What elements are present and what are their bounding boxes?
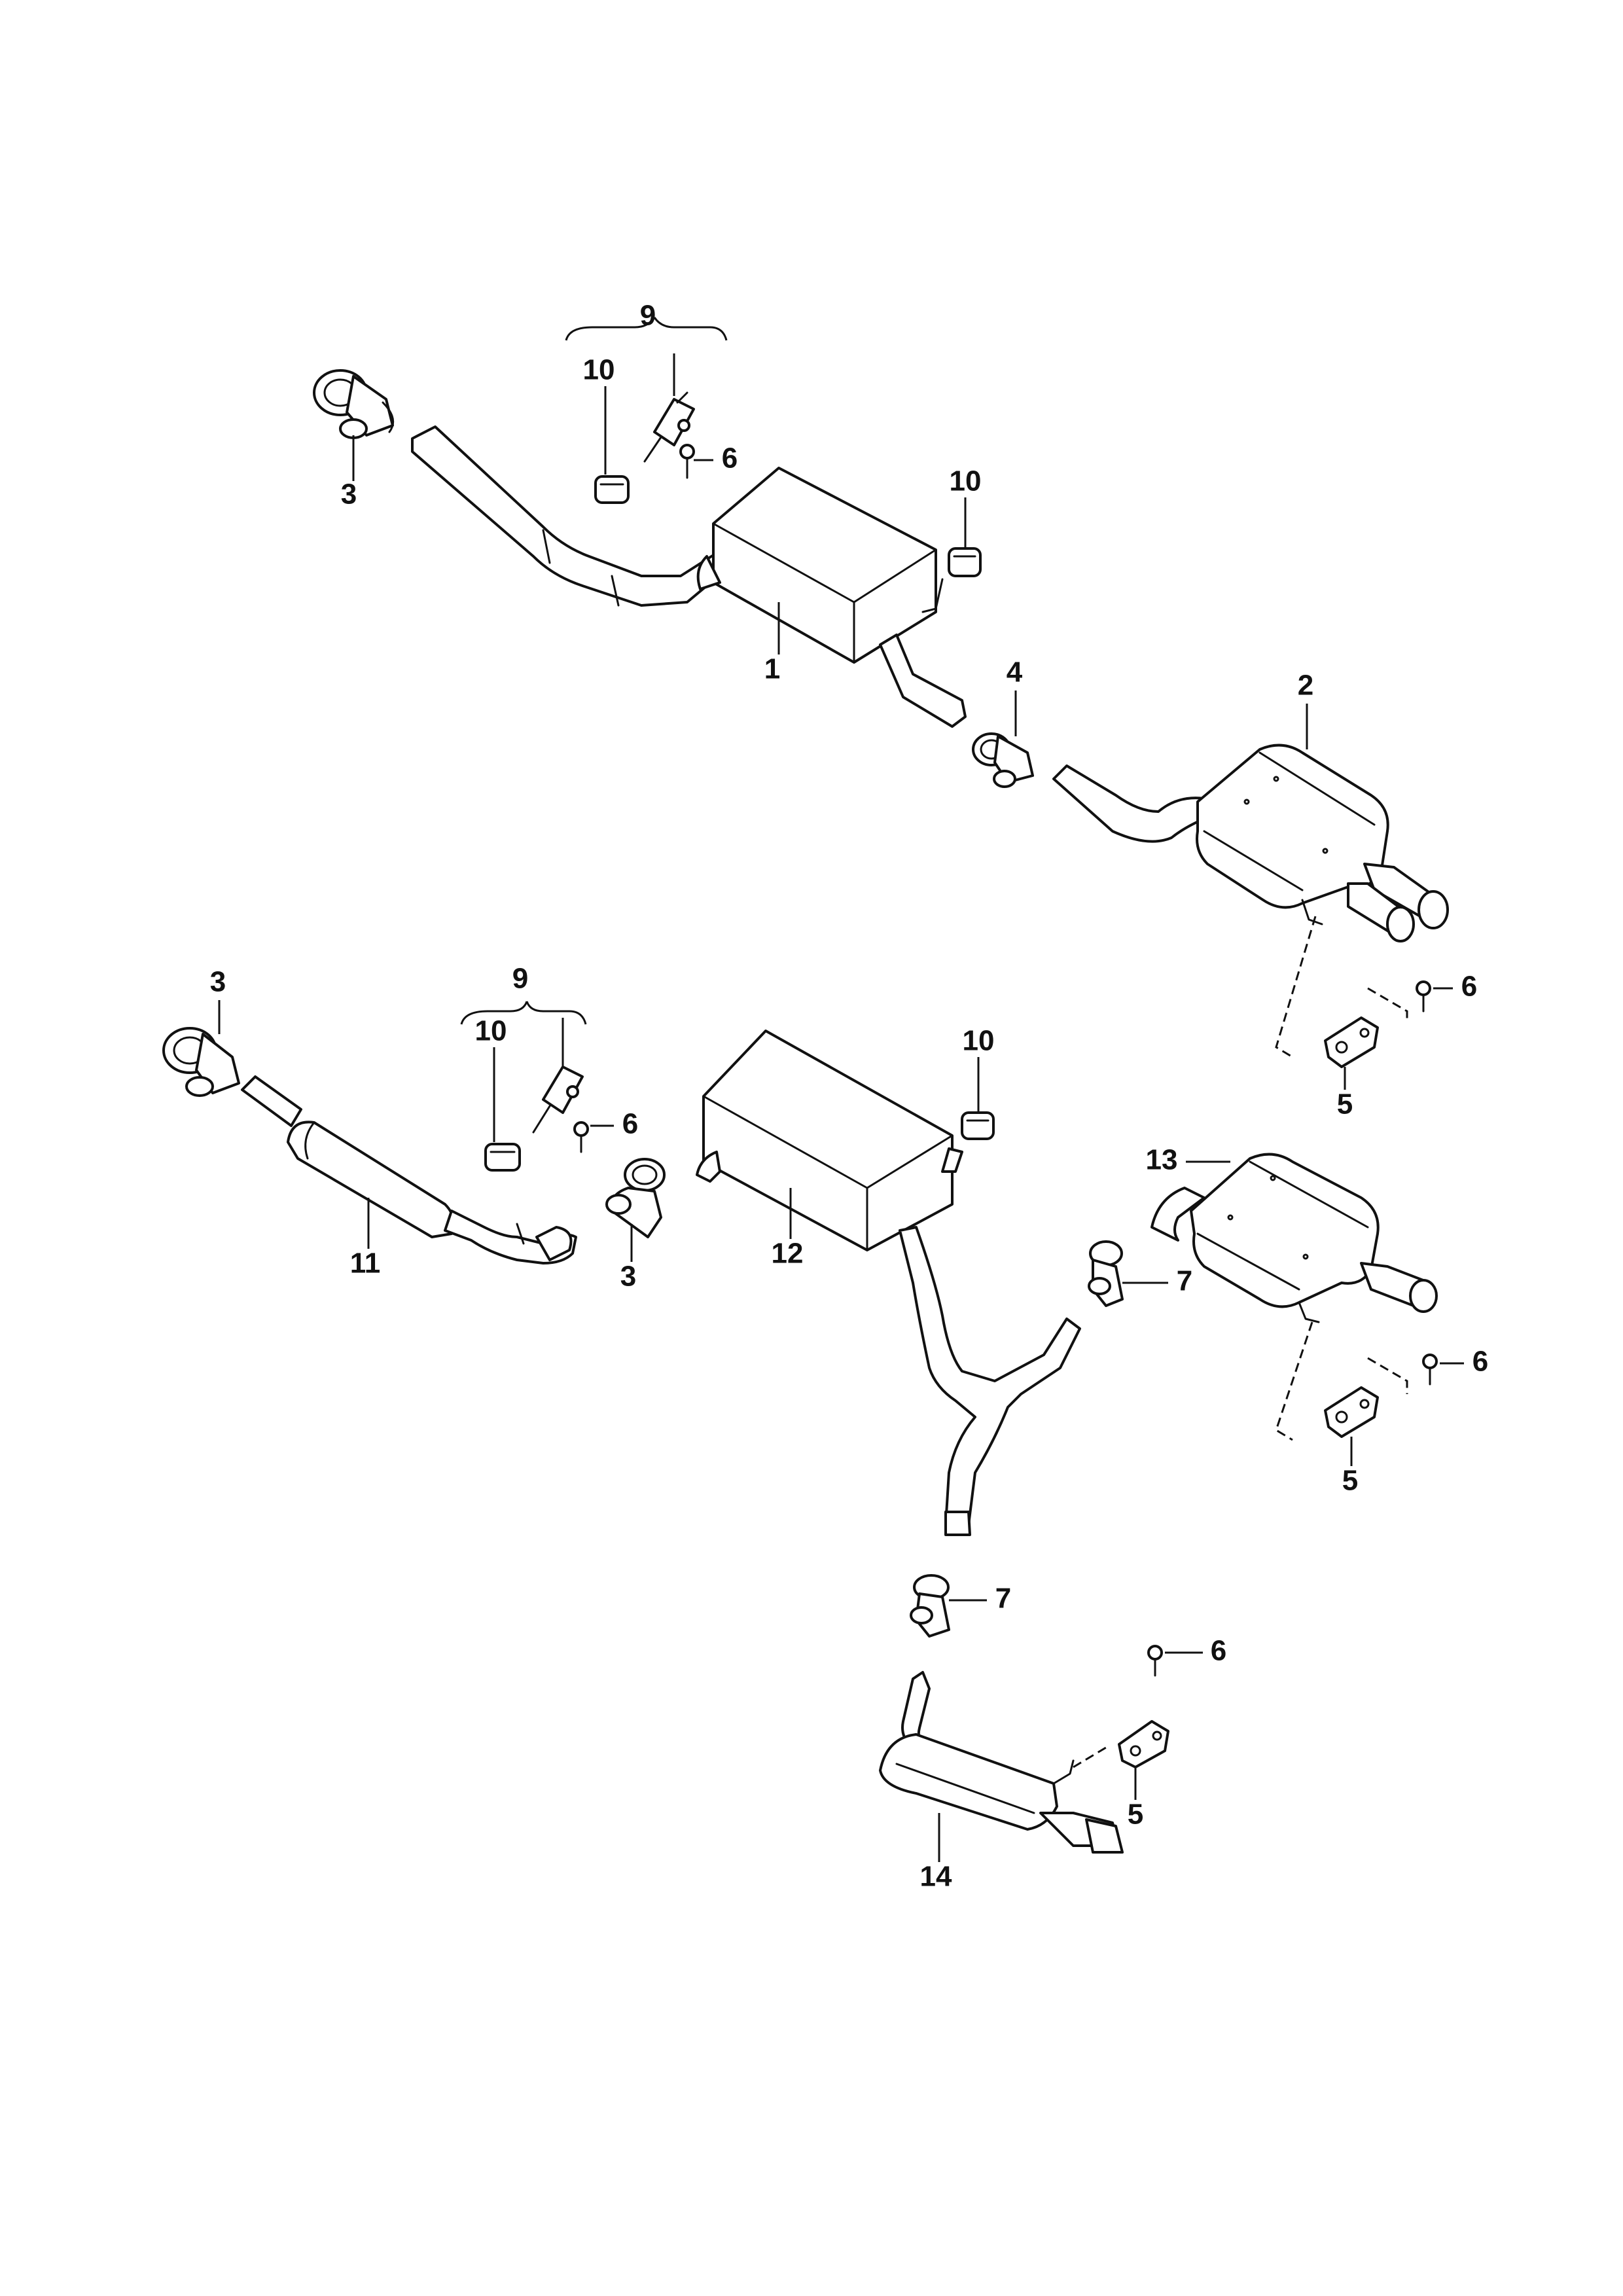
callout-2-upper: 2 bbox=[1298, 670, 1313, 702]
callout-4-upper: 4 bbox=[1007, 656, 1023, 689]
bolt-part-6-upper-right bbox=[1416, 980, 1431, 1013]
callout-6-lower-right: 6 bbox=[1211, 1635, 1226, 1667]
rear-silencer-part-13 bbox=[1150, 1153, 1438, 1323]
callout-3-lower-middle: 3 bbox=[620, 1261, 636, 1293]
callout-13: 13 bbox=[1146, 1144, 1178, 1176]
rubber-mount-part-10-lower-right bbox=[961, 1111, 995, 1140]
rubber-mount-right-part-10 bbox=[921, 547, 982, 613]
lower-assembly: 3 9 10 6 10 11 3 12 13 7 6 5 bbox=[162, 963, 1488, 1893]
rear-pipe-upper bbox=[1052, 764, 1215, 843]
bolt-part-6-upper bbox=[679, 444, 695, 479]
bolt-part-6-lower-right bbox=[1147, 1645, 1163, 1677]
upper-assembly: 9 10 6 3 10 1 4 2 6 5 bbox=[313, 300, 1477, 1121]
bolt-part-6-lower-left bbox=[573, 1121, 589, 1153]
rear-mount-part-5-middle bbox=[1324, 1386, 1379, 1438]
callout-3-lower-left: 3 bbox=[210, 966, 226, 998]
callout-11: 11 bbox=[350, 1247, 381, 1280]
rubber-mount-left-part-10 bbox=[594, 475, 630, 504]
rear-silencer-part-2 bbox=[1196, 744, 1449, 942]
callout-6-middle-right: 6 bbox=[1472, 1346, 1488, 1378]
callout-12: 12 bbox=[772, 1238, 804, 1270]
callout-5-lower: 5 bbox=[1128, 1799, 1143, 1831]
main-silencer-part-12 bbox=[696, 1030, 963, 1251]
clamp-part-7-lower bbox=[910, 1574, 950, 1638]
rear-mount-part-5-lower bbox=[1118, 1720, 1169, 1768]
clamp-part-3-lower-middle bbox=[605, 1158, 666, 1238]
callouts-upper: 9 10 6 3 10 1 4 2 6 5 bbox=[341, 300, 1477, 1121]
front-pipe bbox=[411, 425, 728, 607]
front-clamp-part-3 bbox=[313, 369, 395, 439]
bolt-part-6-middle-right bbox=[1422, 1354, 1438, 1386]
callout-10-upper-left: 10 bbox=[583, 354, 615, 386]
rear-silencer-part-14 bbox=[879, 1671, 1124, 1854]
callout-1-upper: 1 bbox=[764, 653, 780, 685]
rubber-mount-part-10-lower-left bbox=[484, 1143, 521, 1172]
callout-6-upper-left: 6 bbox=[722, 442, 738, 475]
clamp-part-4 bbox=[972, 732, 1034, 788]
front-pipe-resonator-part-11 bbox=[241, 1075, 577, 1265]
y-pipe bbox=[899, 1226, 1081, 1536]
callout-6-lower-left: 6 bbox=[622, 1108, 638, 1140]
assembly-line-middle-mount bbox=[1275, 1321, 1408, 1441]
callout-14: 14 bbox=[920, 1861, 952, 1893]
callout-5-middle: 5 bbox=[1342, 1465, 1358, 1497]
callout-6-upper-right: 6 bbox=[1461, 971, 1477, 1003]
callout-9-upper: 9 bbox=[640, 300, 656, 332]
callout-10-upper-right: 10 bbox=[950, 465, 982, 497]
callout-9-lower: 9 bbox=[512, 963, 528, 995]
front-silencer-part-1 bbox=[696, 467, 937, 664]
callouts-lower: 3 9 10 6 10 11 3 12 13 7 6 5 bbox=[210, 963, 1488, 1893]
callout-10-lower-left: 10 bbox=[475, 1015, 507, 1047]
clamp-part-7-upper bbox=[1088, 1240, 1124, 1307]
callout-7-lower: 7 bbox=[995, 1583, 1011, 1615]
assembly-line-upper-mount bbox=[1275, 916, 1408, 1058]
callout-3-upper: 3 bbox=[341, 478, 357, 511]
callout-7-upper: 7 bbox=[1177, 1265, 1192, 1297]
hanger-bracket-part-9 bbox=[643, 391, 695, 463]
assembly-line-lower-mount bbox=[1073, 1746, 1107, 1768]
hanger-bracket-part-9-lower bbox=[532, 1066, 584, 1134]
front-clamp-part-3-lower-left bbox=[162, 1027, 240, 1097]
mid-pipe-upper bbox=[879, 634, 967, 728]
rear-mount-part-5-upper bbox=[1324, 1016, 1379, 1068]
callout-5-upper: 5 bbox=[1337, 1088, 1353, 1121]
callout-10-lower-right: 10 bbox=[963, 1025, 995, 1057]
